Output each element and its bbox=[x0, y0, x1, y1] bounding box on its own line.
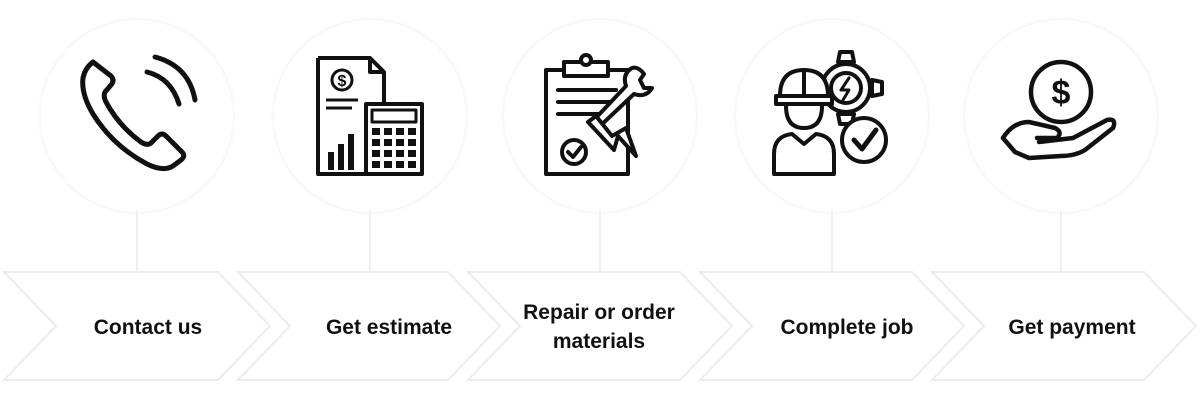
hand-dollar-icon: $ bbox=[999, 52, 1123, 176]
step-5-connector bbox=[1060, 210, 1062, 272]
clipboard-wrench-icon bbox=[538, 52, 662, 176]
step-4-circle bbox=[736, 20, 928, 212]
step-2-chevron bbox=[235, 271, 502, 381]
step-2-label: Get estimate bbox=[325, 315, 453, 339]
step-2-connector bbox=[369, 210, 371, 272]
step-5-label: Get payment bbox=[1008, 315, 1136, 339]
step-4-chevron bbox=[697, 271, 966, 381]
step-5-circle bbox=[965, 20, 1157, 212]
step-1-label: Contact us bbox=[93, 315, 203, 339]
step-1-connector bbox=[136, 210, 138, 272]
phone-icon bbox=[75, 52, 199, 176]
estimate-calculator-icon: $ bbox=[308, 52, 432, 176]
step-3-chevron bbox=[465, 271, 734, 381]
process-chevron-band bbox=[1, 271, 1198, 381]
svg-text:$: $ bbox=[338, 73, 347, 90]
step-5-chevron bbox=[929, 271, 1198, 381]
worker-gear-check-icon bbox=[770, 50, 894, 176]
step-3-label: Repair or order materials bbox=[523, 301, 675, 353]
step-4-label: Complete job bbox=[780, 315, 914, 339]
step-1-chevron bbox=[1, 271, 272, 381]
svg-text:$: $ bbox=[1052, 74, 1071, 112]
step-3-connector bbox=[599, 210, 601, 272]
step-4-connector bbox=[831, 210, 833, 272]
step-1-circle bbox=[41, 20, 233, 212]
